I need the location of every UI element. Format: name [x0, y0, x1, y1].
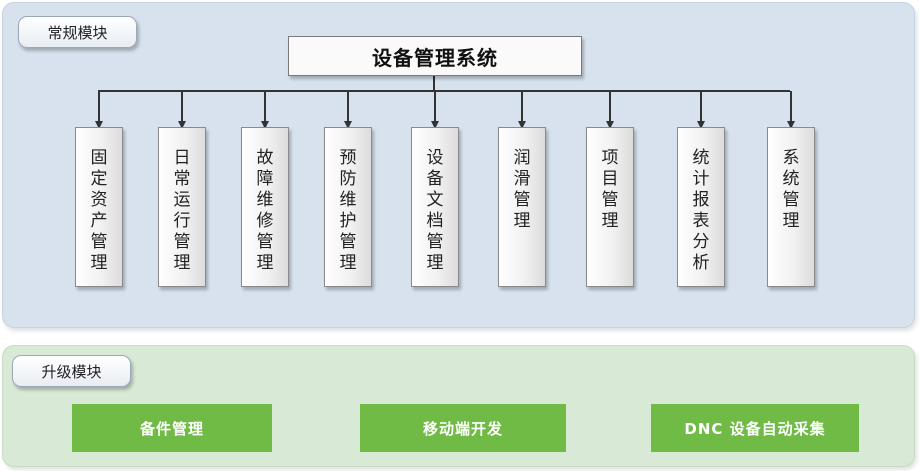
module-daily-operation: 日常运行管理: [158, 127, 206, 287]
module-statistics-report: 统计报表分析: [677, 127, 725, 287]
regular-modules-tag: 常规模块: [18, 16, 137, 48]
module-label: 固定资产管理: [90, 148, 108, 273]
upgrade-spare-parts: 备件管理: [72, 404, 272, 452]
upgrade-dnc-collection: DNC 设备自动采集: [651, 404, 859, 452]
module-fixed-asset: 固定资产管理: [75, 127, 123, 287]
upgrade-modules-tag: 升级模块: [12, 355, 131, 387]
module-label: 统计报表分析: [692, 148, 710, 273]
module-label: 日常运行管理: [173, 148, 191, 273]
module-fault-repair: 故障维修管理: [241, 127, 289, 287]
module-preventive-maintenance: 预防维护管理: [324, 127, 372, 287]
system-title-box: 设备管理系统: [288, 36, 582, 76]
upgrade-mobile-dev: 移动端开发: [360, 404, 566, 452]
module-system-admin: 系统管理: [767, 127, 815, 287]
module-label: 系统管理: [782, 148, 800, 231]
module-label: 预防维护管理: [339, 148, 357, 273]
module-equipment-docs: 设备文档管理: [411, 127, 459, 287]
module-label: 润滑管理: [513, 148, 531, 231]
module-label: 设备文档管理: [426, 148, 444, 273]
module-project: 项目管理: [586, 127, 634, 287]
module-label: 故障维修管理: [256, 148, 274, 273]
module-label: 项目管理: [601, 148, 619, 231]
module-lubrication: 润滑管理: [498, 127, 546, 287]
